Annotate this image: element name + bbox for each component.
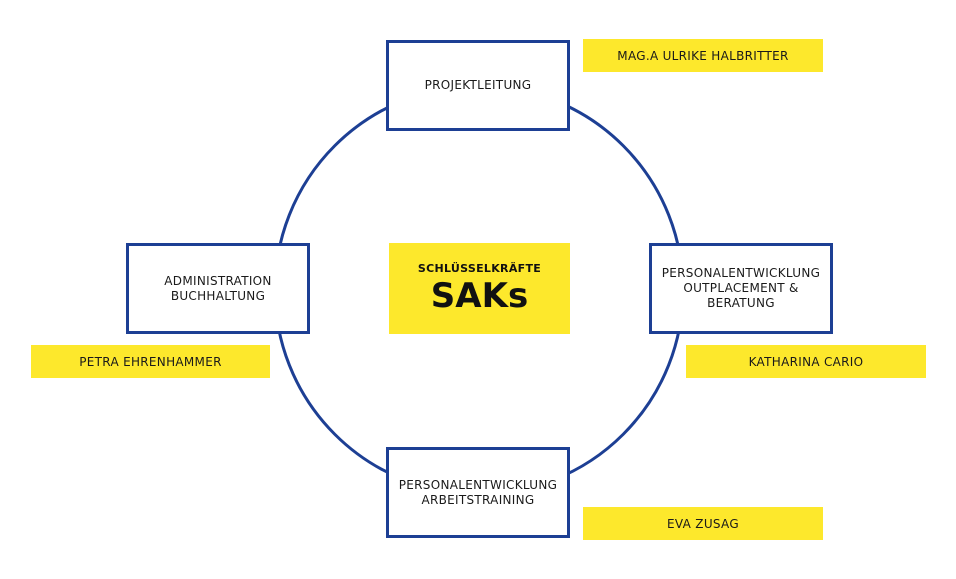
center-title: SAKs [430, 276, 529, 316]
role-box-personalentwicklung-arbeitstraining: PERSONALENTWICKLUNG ARBEITSTRAINING [386, 447, 570, 538]
role-box-administration: ADMINISTRATION BUCHHALTUNG [126, 243, 310, 334]
role-label-line: PERSONALENTWICKLUNG [398, 477, 558, 492]
person-tag-left: PETRA EHRENHAMMER [31, 345, 270, 378]
role-label-line: BUCHHALTUNG [170, 288, 266, 303]
person-tag-top: MAG.A ULRIKE HALBRITTER [583, 39, 823, 72]
role-label-line: BERATUNG [707, 296, 775, 310]
person-tag-bottom: EVA ZUSAG [583, 507, 823, 540]
role-box-projektleitung: PROJEKTLEITUNG [386, 40, 570, 131]
role-label-line: OUTPLACEMENT & [683, 281, 799, 295]
center-box-schluesselkraefte: SCHLÜSSELKRÄFTE SAKs [389, 243, 570, 334]
role-label-line: ARBEITSTRAINING [421, 492, 535, 507]
role-label-line: ADMINISTRATION [164, 273, 272, 288]
person-tag-right: KATHARINA CARIO [686, 345, 926, 378]
role-label-line: PROJEKTLEITUNG [424, 78, 532, 92]
role-label-line: PERSONALENTWICKLUNG [661, 266, 821, 280]
center-subtitle: SCHLÜSSELKRÄFTE [417, 262, 542, 275]
role-box-personalentwicklung-outplacement: PERSONALENTWICKLUNG OUTPLACEMENT & BERAT… [649, 243, 833, 334]
